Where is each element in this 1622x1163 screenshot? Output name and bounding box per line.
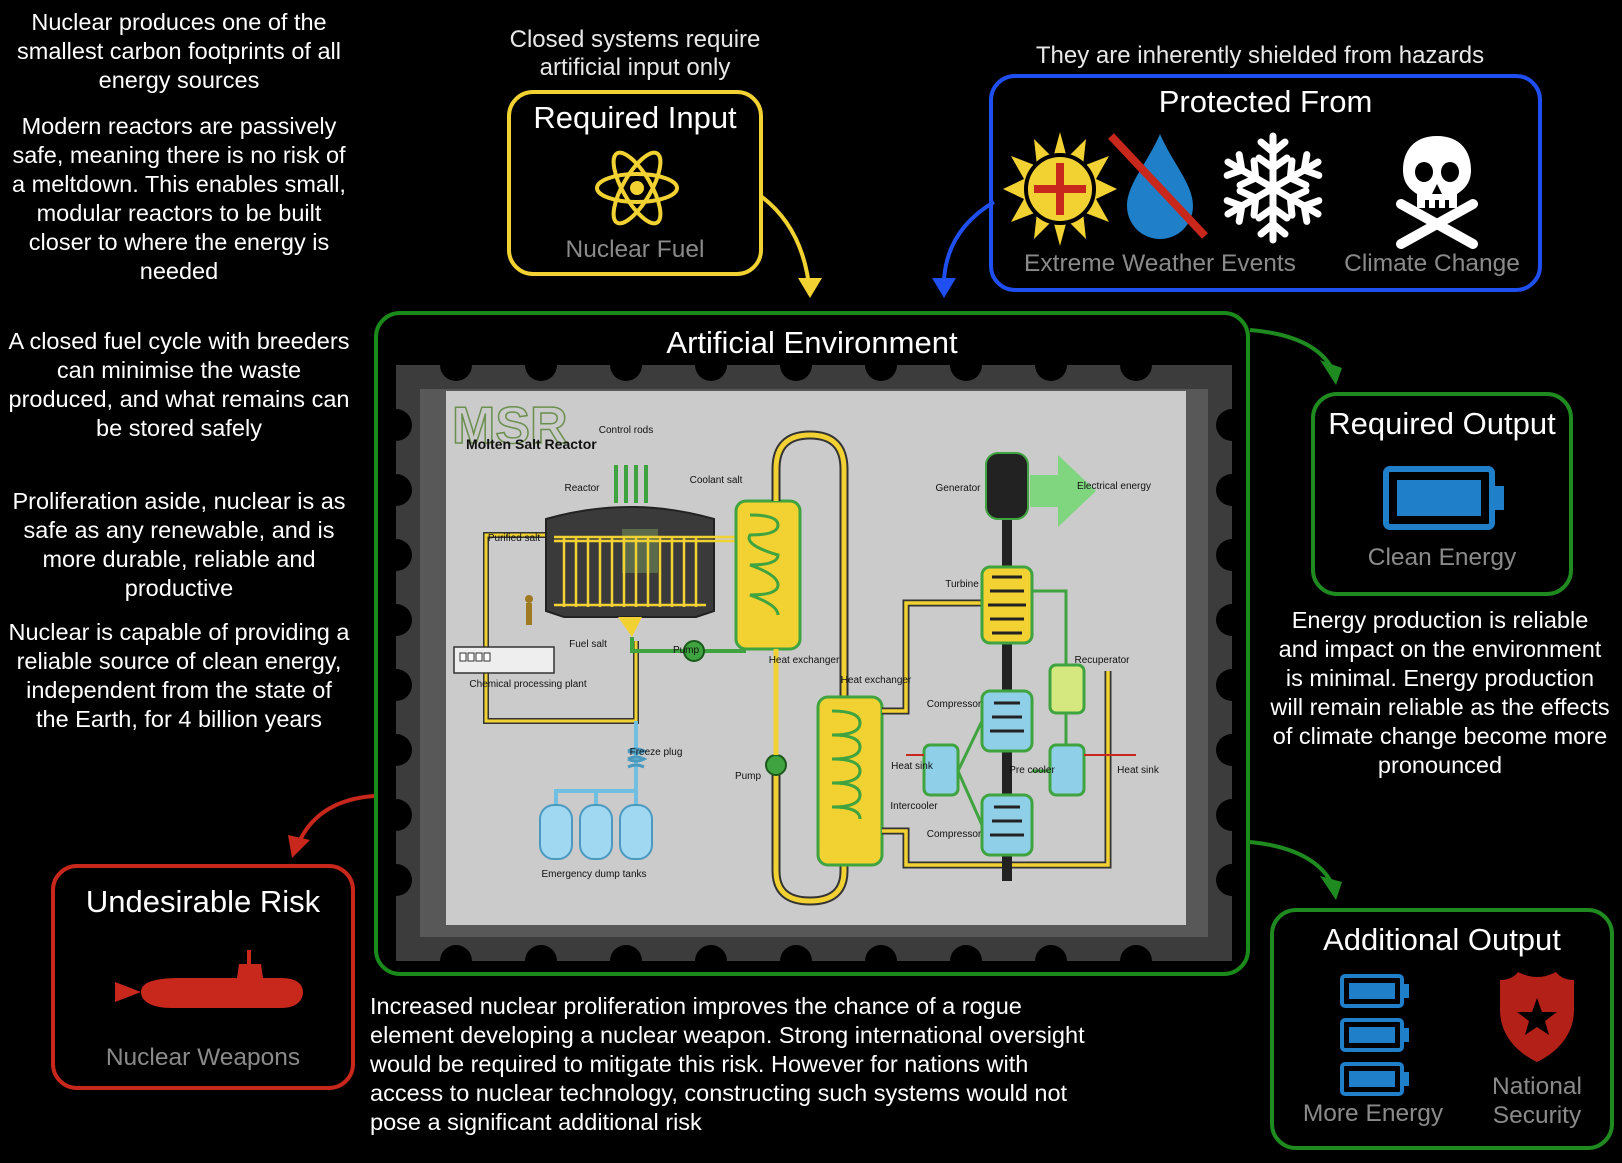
label-recuperator: Recuperator [1074,655,1130,666]
arrow-environment-to-additional-output [1249,840,1332,882]
arrow-protected-to-environment [942,200,996,281]
artificial-environment-title: Artificial Environment [666,325,958,360]
national-security-label: National Security [1492,1073,1582,1129]
arrow-environment-to-required-output [1249,328,1332,367]
msr-logo: MSR [452,397,568,455]
msr-diagram: MSR Molten Salt Reactor [446,391,1186,925]
arrow-environment-to-risk [298,794,375,841]
battery-stack-icon [1340,974,1409,1096]
security-shield-icon [1500,972,1574,1062]
undesirable-risk-description: Increased nuclear proliferation improves… [370,993,1085,1135]
label-reactor: Reactor [564,483,600,494]
submarine-icon [115,950,303,1008]
nuclear-weapons-label: Nuclear Weapons [105,1044,301,1071]
required-output-title: Required Output [1328,406,1556,441]
label-pump-2: Pump [735,771,762,782]
label-control-rods: Control rods [599,425,653,436]
label-generator: Generator [935,483,981,494]
label-pump-1: Pump [673,645,700,656]
artificial-environment-box: Artificial Environment MSR Molten Salt R… [374,311,1250,976]
undesirable-risk-title: Undesirable Risk [85,884,321,919]
extreme-weather-label: Extreme Weather Events [1024,250,1296,277]
more-energy-label: More Energy [1302,1100,1444,1127]
label-purified-salt: Purified salt [488,533,540,544]
additional-output-box: Additional Output More Energy National S… [1270,908,1614,1150]
required-output-box: Required Output Clean Energy [1311,392,1573,596]
paragraph-closed-fuel-cycle: A closed fuel cycle with breeders can mi… [8,328,350,441]
paragraph-proliferation: Proliferation aside, nuclear is as safe … [12,488,346,601]
label-turbine: Turbine [945,579,979,590]
paragraph-passive-safety: Modern reactors are passively safe, mean… [12,113,346,284]
paragraph-reliable-source: Nuclear is capable of providing a reliab… [8,619,350,732]
required-output-description: Energy production is reliable and impact… [1270,607,1610,778]
battery-full-icon [1383,466,1504,530]
arrow-head-required-output [1320,360,1342,385]
label-heat-sink-2: Heat sink [1117,765,1160,776]
undesirable-risk-box: Undesirable Risk Nuclear Weapons [51,864,355,1090]
arrow-head-risk [288,835,310,858]
label-freeze-plug: Freeze plug [630,747,683,758]
paragraph-carbon-footprint: Nuclear produces one of the smallest car… [17,9,341,93]
nuclear-fuel-label: Nuclear Fuel [565,236,705,263]
label-fuel-salt: Fuel salt [569,639,607,650]
required-input-title: Required Input [533,100,737,135]
snowflake-icon [1215,132,1331,246]
label-heat-sink-1: Heat sink [891,761,934,772]
additional-output-title: Additional Output [1323,922,1561,957]
label-dump-tanks: Emergency dump tanks [541,869,646,880]
drought-water-drop-icon [1108,133,1208,239]
required-input-caption: Closed systems require artificial input … [509,26,761,81]
clean-energy-label: Clean Energy [1367,544,1517,571]
label-electrical-energy: Electrical energy [1077,481,1151,492]
protected-from-box: Protected From Extreme Weather Events Cl… [989,74,1542,292]
label-intercooler: Intercooler [890,801,938,812]
label-chemical-plant: Chemical processing plant [469,679,587,690]
atom-icon [595,150,679,226]
arrow-head-additional-output [1320,876,1342,900]
arrow-head-protected [932,278,956,298]
arrow-head-input [798,278,822,298]
heat-sun-icon [1003,132,1117,246]
skull-crossbones-icon [1396,136,1478,249]
label-pre-cooler: Pre cooler [1009,765,1055,776]
required-input-box: Required Input Nuclear Fuel [507,90,763,276]
label-compressor-1: Compressor [927,699,982,710]
label-heat-exchanger-1: Heat exchanger [769,655,840,666]
climate-change-label: Climate Change [1344,250,1520,277]
label-heat-exchanger-2: Heat exchanger [841,675,912,686]
label-compressor-2: Compressor [927,829,982,840]
protected-from-title: Protected From [1158,84,1373,119]
protected-from-caption: They are inherently shielded from hazard… [1035,42,1485,69]
label-coolant-salt: Coolant salt [690,475,743,486]
msr-subtitle: Molten Salt Reactor [466,436,597,452]
